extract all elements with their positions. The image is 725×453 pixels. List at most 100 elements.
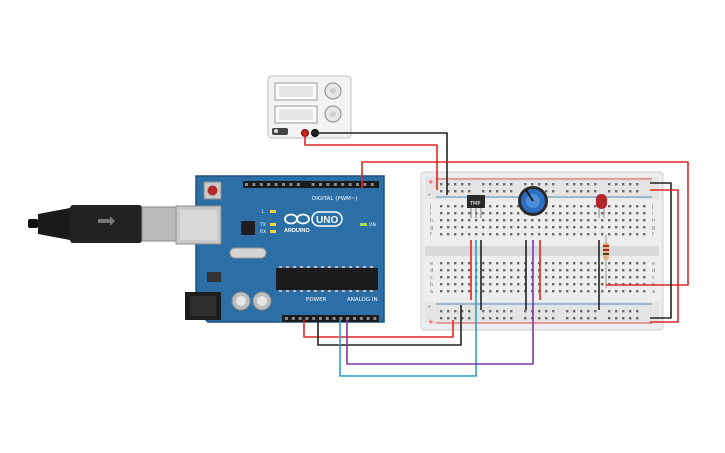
breadboard-hole[interactable]: [580, 190, 583, 193]
analog-header[interactable]: [337, 315, 379, 322]
breadboard-hole[interactable]: [636, 212, 639, 215]
breadboard-hole[interactable]: [496, 219, 499, 222]
breadboard-hole[interactable]: [489, 276, 492, 279]
breadboard-hole[interactable]: [496, 310, 499, 313]
breadboard-hole[interactable]: [524, 183, 527, 186]
breadboard-hole[interactable]: [468, 283, 471, 286]
breadboard-hole[interactable]: [636, 276, 639, 279]
breadboard-hole[interactable]: [545, 283, 548, 286]
breadboard-hole[interactable]: [580, 269, 583, 272]
breadboard-hole[interactable]: [601, 283, 604, 286]
header-pin[interactable]: [274, 183, 278, 186]
breadboard-hole[interactable]: [489, 269, 492, 272]
breadboard-hole[interactable]: [447, 269, 450, 272]
breadboard-hole[interactable]: [517, 233, 520, 236]
breadboard-hole[interactable]: [587, 269, 590, 272]
breadboard-hole[interactable]: [468, 219, 471, 222]
breadboard-hole[interactable]: [482, 283, 485, 286]
breadboard-hole[interactable]: [643, 262, 646, 265]
breadboard-hole[interactable]: [566, 205, 569, 208]
breadboard-hole[interactable]: [629, 219, 632, 222]
breadboard-hole[interactable]: [615, 226, 618, 229]
header-pin[interactable]: [359, 317, 363, 320]
breadboard-hole[interactable]: [440, 226, 443, 229]
breadboard-hole[interactable]: [559, 290, 562, 293]
breadboard-hole[interactable]: [454, 212, 457, 215]
breadboard-hole[interactable]: [517, 290, 520, 293]
breadboard-hole[interactable]: [496, 190, 499, 193]
breadboard-hole[interactable]: [629, 212, 632, 215]
header-pin[interactable]: [339, 317, 343, 320]
breadboard-hole[interactable]: [587, 205, 590, 208]
breadboard-hole[interactable]: [573, 190, 576, 193]
breadboard-hole[interactable]: [636, 233, 639, 236]
breadboard-hole[interactable]: [468, 226, 471, 229]
breadboard-hole[interactable]: [615, 233, 618, 236]
breadboard-hole[interactable]: [489, 219, 492, 222]
breadboard-hole[interactable]: [461, 219, 464, 222]
power-header[interactable]: [282, 315, 338, 322]
breadboard-hole[interactable]: [587, 276, 590, 279]
breadboard-hole[interactable]: [510, 233, 513, 236]
breadboard-hole[interactable]: [545, 317, 548, 320]
breadboard-hole[interactable]: [489, 290, 492, 293]
breadboard-hole[interactable]: [580, 183, 583, 186]
breadboard-hole[interactable]: [503, 190, 506, 193]
breadboard-hole[interactable]: [566, 183, 569, 186]
breadboard-hole[interactable]: [475, 233, 478, 236]
wire-a1-pot[interactable]: [346, 240, 534, 365]
breadboard-hole[interactable]: [482, 276, 485, 279]
breadboard-hole[interactable]: [489, 233, 492, 236]
breadboard-hole[interactable]: [482, 226, 485, 229]
breadboard-hole[interactable]: [587, 183, 590, 186]
wire-5v-bottom[interactable]: [303, 320, 454, 338]
breadboard-hole[interactable]: [538, 233, 541, 236]
breadboard-hole[interactable]: [538, 310, 541, 313]
breadboard-hole[interactable]: [608, 233, 611, 236]
header-pin[interactable]: [346, 317, 350, 320]
breadboard-hole[interactable]: [629, 310, 632, 313]
breadboard-hole[interactable]: [643, 233, 646, 236]
breadboard-hole[interactable]: [510, 283, 513, 286]
breadboard-hole[interactable]: [517, 205, 520, 208]
breadboard-hole[interactable]: [496, 317, 499, 320]
breadboard-hole[interactable]: [636, 219, 639, 222]
header-pin[interactable]: [356, 183, 359, 186]
breadboard-hole[interactable]: [573, 283, 576, 286]
breadboard-hole[interactable]: [552, 269, 555, 272]
breadboard-hole[interactable]: [482, 317, 485, 320]
breadboard-hole[interactable]: [559, 276, 562, 279]
header-pin[interactable]: [252, 183, 256, 186]
breadboard-hole[interactable]: [559, 262, 562, 265]
breadboard-hole[interactable]: [482, 219, 485, 222]
breadboard-hole[interactable]: [545, 290, 548, 293]
breadboard-hole[interactable]: [454, 205, 457, 208]
breadboard-hole[interactable]: [524, 317, 527, 320]
breadboard-hole[interactable]: [454, 269, 457, 272]
breadboard-hole[interactable]: [629, 262, 632, 265]
breadboard-hole[interactable]: [454, 190, 457, 193]
breadboard-hole[interactable]: [580, 226, 583, 229]
breadboard-hole[interactable]: [636, 226, 639, 229]
breadboard-hole[interactable]: [489, 283, 492, 286]
breadboard-hole[interactable]: [629, 183, 632, 186]
breadboard-hole[interactable]: [608, 205, 611, 208]
header-pin[interactable]: [353, 317, 356, 320]
breadboard-hole[interactable]: [531, 183, 534, 186]
breadboard-hole[interactable]: [440, 183, 443, 186]
breadboard-hole[interactable]: [615, 183, 618, 186]
breadboard-hole[interactable]: [545, 269, 548, 272]
breadboard-hole[interactable]: [566, 190, 569, 193]
breadboard-hole[interactable]: [454, 310, 457, 313]
breadboard-hole[interactable]: [629, 317, 632, 320]
breadboard-hole[interactable]: [573, 290, 576, 293]
breadboard-hole[interactable]: [489, 310, 492, 313]
breadboard-hole[interactable]: [601, 276, 604, 279]
breadboard-hole[interactable]: [517, 226, 520, 229]
breadboard-hole[interactable]: [594, 226, 597, 229]
breadboard-hole[interactable]: [643, 212, 646, 215]
breadboard-hole[interactable]: [601, 290, 604, 293]
breadboard-hole[interactable]: [552, 226, 555, 229]
breadboard-hole[interactable]: [482, 233, 485, 236]
breadboard-hole[interactable]: [545, 190, 548, 193]
